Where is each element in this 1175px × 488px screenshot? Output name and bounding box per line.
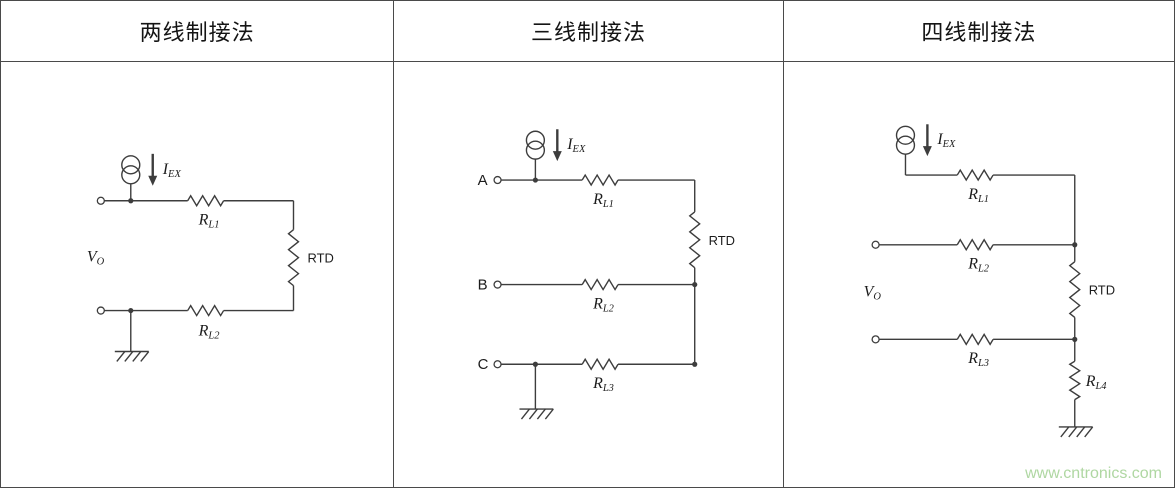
- rl2-label: RL2: [967, 256, 989, 275]
- terminal-node: [96, 306, 105, 315]
- site-watermark: www.cntronics.com: [1025, 465, 1162, 482]
- sense-lead-bottom-wire: [871, 333, 1078, 346]
- bottom-lead-wire: [96, 304, 294, 317]
- rtd-label: RTD: [709, 233, 735, 248]
- terminal-node: [871, 335, 880, 344]
- node-c-label: C: [478, 356, 489, 373]
- resistor-rl3: [956, 333, 994, 346]
- rl3-label: RL3: [967, 350, 989, 369]
- vo-label: VO: [87, 249, 105, 268]
- resistor-rl1: [581, 173, 619, 187]
- two-wire-circuit-svg: IEX RL1 RTD: [87, 153, 334, 362]
- terminal-node: [493, 360, 503, 369]
- resistor-rl2: [581, 278, 619, 291]
- terminal-node: [493, 175, 503, 185]
- panel-four-wire: IEX RL1 RL2: [782, 62, 1174, 488]
- three-wire-circuit-svg: IEX A RL1 RTD: [478, 129, 735, 420]
- table-header-row: 两线制接法 三线制接法 四线制接法: [1, 1, 1174, 62]
- iex-label: IEX: [936, 131, 956, 150]
- vo-label: VO: [863, 284, 881, 303]
- panel-three-wire: IEX A RL1 RTD: [393, 62, 782, 488]
- sense-lead-top-wire: [871, 238, 1078, 252]
- resistor-rtd: [688, 211, 702, 269]
- rl1-label: RL1: [592, 191, 614, 210]
- resistor-rtd: [287, 229, 300, 287]
- iex-label: IEX: [162, 161, 182, 180]
- panel-two-wire: IEX RL1 RTD: [1, 62, 393, 488]
- lead-b-wire: [493, 278, 698, 291]
- terminal-node: [493, 280, 503, 289]
- ground-icon: [114, 310, 150, 362]
- resistor-rl1: [956, 168, 994, 182]
- current-source-icon: [895, 125, 915, 176]
- terminal-node: [871, 240, 880, 249]
- rl2-label: RL2: [592, 295, 614, 314]
- iex-arrow-icon: [922, 124, 932, 157]
- iex-label: IEX: [567, 136, 587, 155]
- resistor-rl1: [187, 194, 225, 208]
- rtd-label: RTD: [1088, 283, 1114, 298]
- rtd-branch: [287, 200, 300, 311]
- four-wire-circuit-svg: IEX RL1 RL2: [863, 124, 1115, 438]
- ground-icon: [519, 364, 555, 420]
- resistor-rl4: [1068, 360, 1081, 401]
- lead-a-wire: [493, 173, 696, 187]
- lead-c-wire: [493, 357, 698, 371]
- resistor-rl3: [581, 357, 619, 371]
- current-source-icon: [121, 155, 141, 201]
- current-source-icon: [526, 130, 546, 181]
- top-lead-wire: [96, 194, 294, 208]
- node-a-label: A: [478, 172, 488, 189]
- rtd-branch: [688, 180, 702, 285]
- table-body-row: IEX RL1 RTD: [1, 62, 1174, 488]
- node-b-label: B: [478, 277, 488, 294]
- rl4-label: RL4: [1084, 373, 1106, 392]
- resistor-rtd: [1068, 261, 1081, 318]
- panel-title-four-wire: 四线制接法: [782, 1, 1174, 61]
- rtd-label: RTD: [307, 251, 333, 266]
- panel-title-two-wire: 两线制接法: [139, 20, 255, 45]
- rl2-label: RL2: [198, 323, 220, 342]
- rtd-branch: [1068, 261, 1081, 340]
- panel-title-three-wire: 三线制接法: [393, 1, 782, 61]
- rl1-label: RL1: [198, 212, 220, 231]
- terminal-node: [96, 196, 105, 205]
- resistor-rl2: [187, 304, 225, 317]
- return-lead-wire: [1068, 339, 1081, 427]
- rl3-label: RL3: [592, 375, 614, 394]
- iex-arrow-icon: [148, 153, 158, 186]
- force-lead-top-wire: [905, 168, 1075, 182]
- ground-icon: [1058, 426, 1093, 438]
- iex-arrow-icon: [553, 129, 563, 162]
- resistor-rl2: [956, 238, 994, 252]
- rl1-label: RL1: [967, 186, 989, 205]
